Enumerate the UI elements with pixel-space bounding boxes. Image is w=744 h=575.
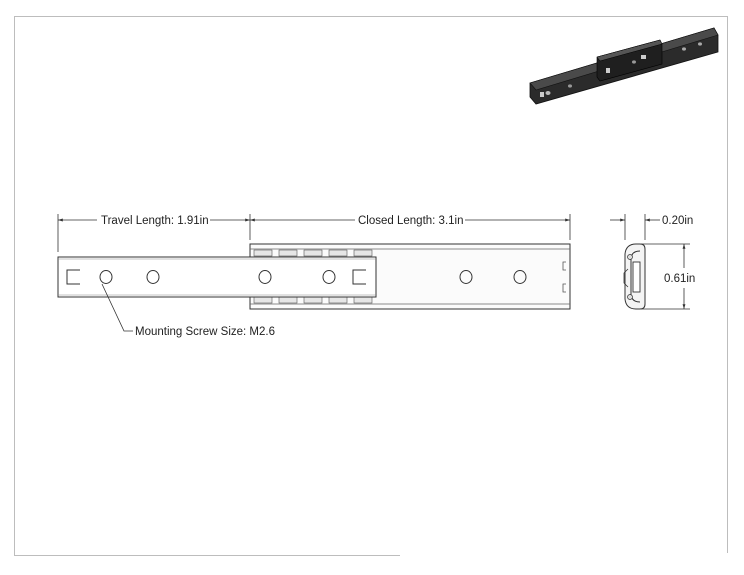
screw-size-label: Mounting Screw Size: M2.6 [135,326,275,338]
ball-bearings-bottom [253,296,373,304]
ball-bearings-top [253,249,373,257]
dimension-lines [57,214,690,332]
height-label: 0.61in [664,273,695,285]
side-view-slide [57,243,571,310]
closed-length-label: Closed Length: 3.1in [358,215,464,227]
travel-length-label: Travel Length: 1.91in [101,215,209,227]
end-view-profile [623,243,646,310]
mounting-hole [99,270,113,284]
drawing-frame [14,16,728,556]
dimension-labels: Travel Length: 1.91in Closed Length: 3.1… [101,215,695,338]
isometric-slide-view [529,27,719,105]
frame-gap [400,553,730,559]
thickness-label: 0.20in [662,215,693,227]
